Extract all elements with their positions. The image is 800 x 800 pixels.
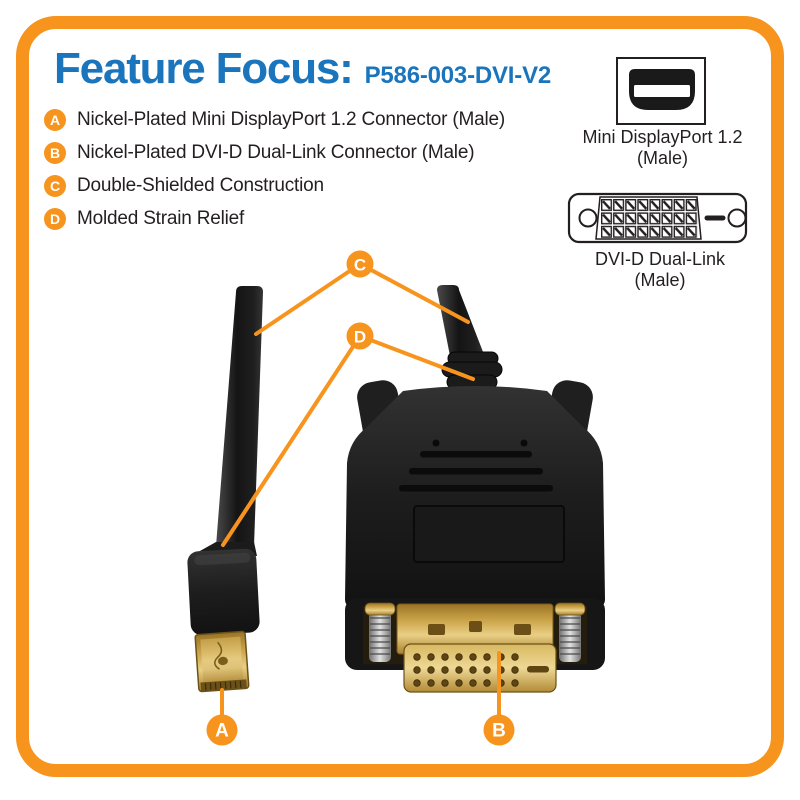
callout-b-letter: B — [492, 721, 506, 742]
dvi-thumbscrews — [364, 602, 586, 662]
feature-badge-c: C — [44, 174, 66, 197]
minidp-plug-body — [187, 548, 260, 636]
feature-item-b: B Nickel-Plated DVI-D Dual-Link Connecto… — [44, 136, 505, 169]
minidp-gold-tip — [194, 630, 250, 693]
dvi-diagram-pins — [601, 199, 698, 240]
dvi-cable — [437, 285, 485, 361]
page-title: Feature Focus: — [54, 44, 354, 93]
feature-item-c: C Double-Shielded Construction — [44, 169, 505, 202]
callout-a-letter: A — [215, 721, 229, 742]
minidp-connector-photo — [187, 286, 263, 693]
header: Feature Focus: P586-003-DVI-V2 — [54, 44, 551, 94]
orange-border-frame — [16, 16, 784, 777]
callout-d-badge — [346, 322, 374, 350]
feature-text-a: Nickel-Plated Mini DisplayPort 1.2 Conne… — [77, 108, 506, 130]
callout-d-line-left — [221, 334, 362, 547]
callout-badges: C D A B — [206, 250, 515, 746]
feature-text-d: Molded Strain Relief — [77, 207, 245, 229]
callout-b-badge — [483, 714, 515, 746]
callout-c-badge — [346, 250, 374, 278]
dvi-gold-blade — [527, 666, 549, 673]
dvi-diagram-gender: (Male) — [634, 270, 686, 290]
dvi-diagram-icon — [567, 192, 748, 244]
callout-c-line-right — [358, 262, 470, 324]
feature-text-b: Nickel-Plated DVI-D Dual-Link Connector … — [77, 141, 475, 163]
callout-c-line-left — [254, 262, 362, 336]
feature-badge-d: D — [44, 207, 66, 230]
feature-badge-b: B — [44, 141, 66, 164]
feature-badge-a: A — [44, 108, 66, 131]
dvi-gold-connector — [396, 603, 557, 693]
dvi-hood-recess — [413, 505, 565, 563]
dvi-diagram-name: DVI-D Dual-Link — [594, 249, 726, 269]
minidp-diagram-icon — [616, 57, 706, 125]
callout-lines — [220, 262, 501, 732]
callout-d-line-right — [358, 334, 475, 381]
feature-list: A Nickel-Plated Mini DisplayPort 1.2 Con… — [44, 103, 505, 235]
minidp-diagram-label: Mini DisplayPort 1.2 (Male) — [560, 127, 765, 169]
minidp-cable — [216, 286, 263, 546]
dvi-gold-pins — [413, 653, 519, 687]
minidp-diagram-name: Mini DisplayPort 1.2 — [582, 127, 743, 147]
feature-item-d: D Molded Strain Relief — [44, 202, 505, 235]
minidp-diagram-gender: (Male) — [636, 148, 688, 168]
dvi-connector-photo — [345, 285, 605, 693]
feature-text-c: Double-Shielded Construction — [77, 174, 324, 196]
dvi-hood-vents — [399, 451, 553, 492]
product-model-number: P586-003-DVI-V2 — [364, 62, 552, 89]
feature-item-a: A Nickel-Plated Mini DisplayPort 1.2 Con… — [44, 103, 505, 136]
dvi-diagram-label: DVI-D Dual-Link (Male) — [560, 249, 760, 291]
callout-d-letter: D — [354, 328, 366, 347]
dvi-hood — [345, 386, 605, 607]
callout-c-letter: C — [354, 256, 366, 275]
callout-a-badge — [206, 714, 238, 746]
